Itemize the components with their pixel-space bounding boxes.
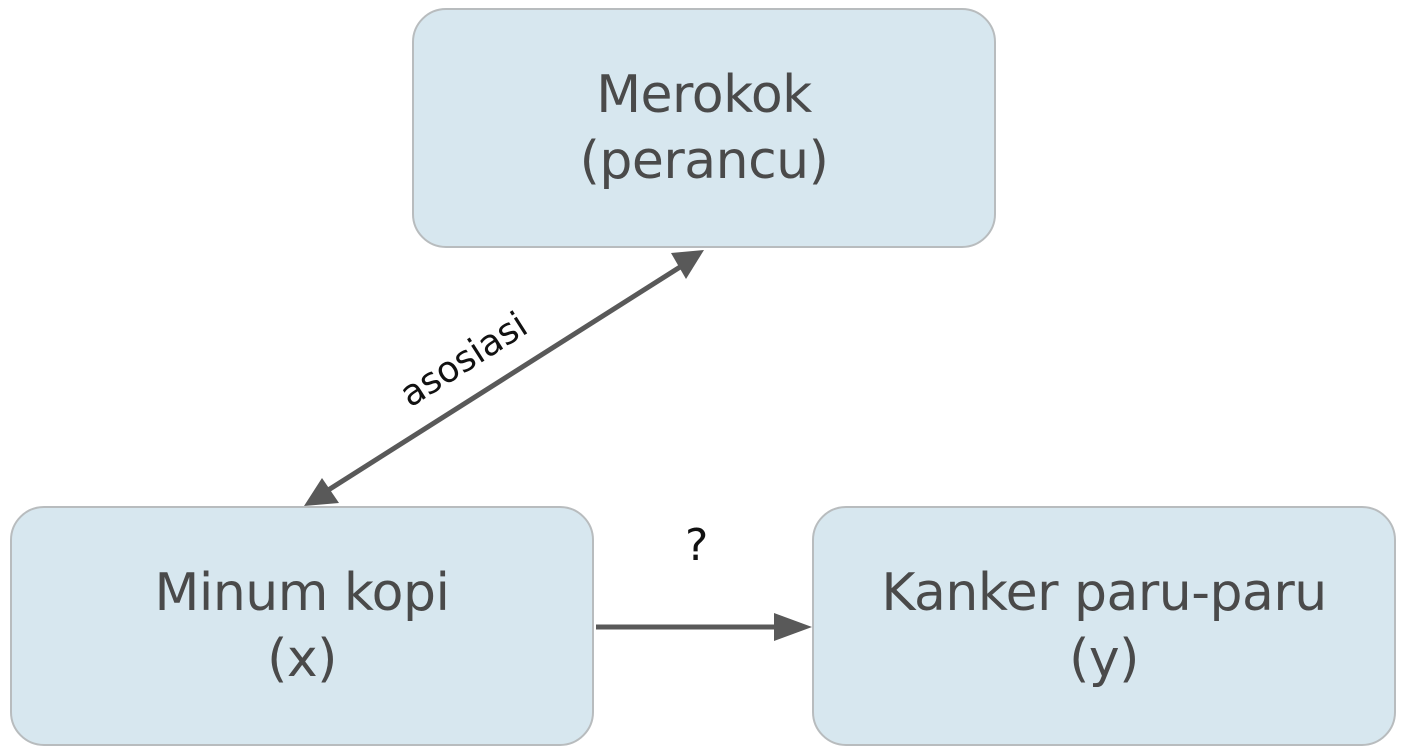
arrowhead-down bbox=[304, 478, 339, 506]
exposure-variable: (x) bbox=[267, 629, 337, 689]
confounder-node: Merokok (perancu) bbox=[412, 8, 996, 248]
outcome-name: Kanker paru-paru bbox=[881, 563, 1327, 623]
exposure-name: Minum kopi bbox=[154, 563, 450, 623]
association-label: asosiasi bbox=[393, 304, 535, 415]
arrowhead-right bbox=[774, 613, 812, 641]
outcome-variable: (y) bbox=[1069, 629, 1139, 689]
association-arrow bbox=[304, 250, 704, 506]
arrowhead-up bbox=[671, 250, 704, 279]
causal-arrow bbox=[596, 613, 812, 641]
confounder-name: Merokok bbox=[596, 65, 812, 125]
causal-question-label: ? bbox=[685, 520, 708, 571]
confounder-role: (perancu) bbox=[579, 131, 829, 191]
exposure-node: Minum kopi (x) bbox=[10, 506, 594, 746]
outcome-node: Kanker paru-paru (y) bbox=[812, 506, 1396, 746]
